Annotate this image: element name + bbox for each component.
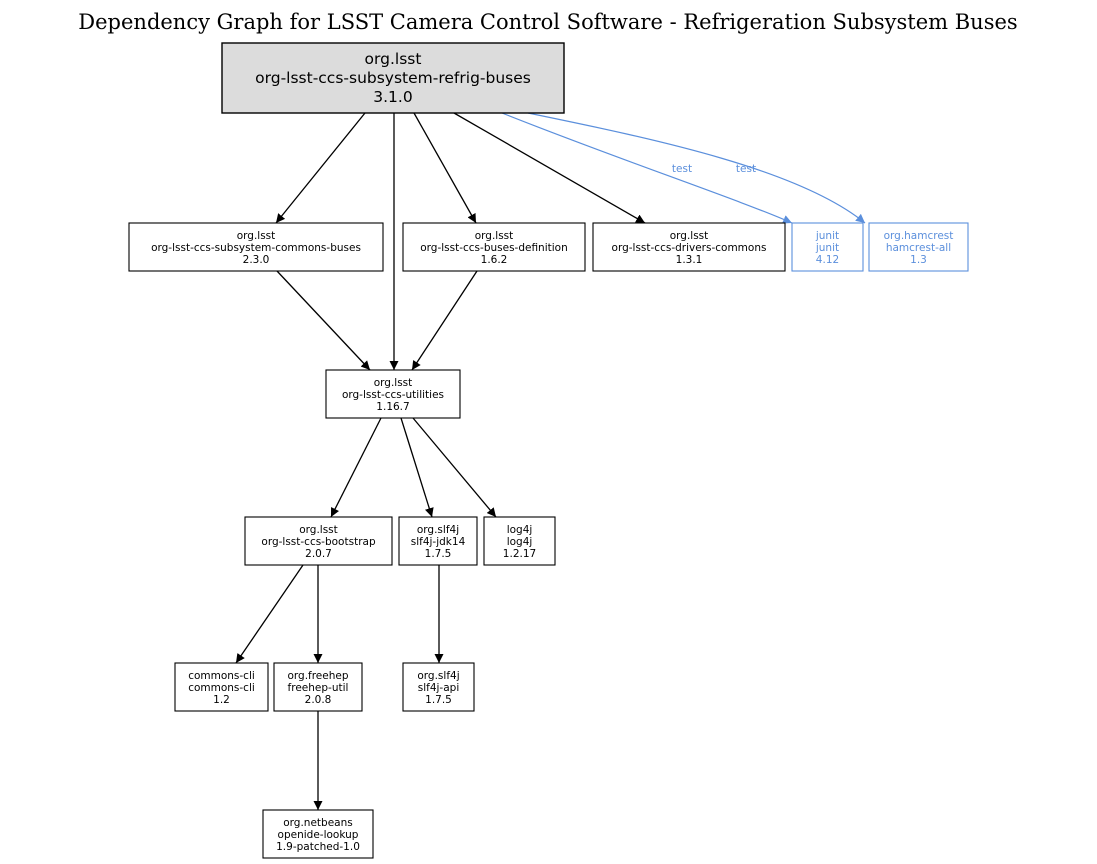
node-box — [273, 662, 363, 712]
node-root: org.lsstorg-lsst-ccs-subsystem-refrig-bu… — [221, 42, 565, 114]
edge-bootstrap-to-cli — [235, 564, 304, 664]
node-version: 2.0.7 — [305, 548, 332, 560]
edges: test test — [235, 112, 866, 810]
graph-title: Dependency Graph for LSST Camera Control… — [78, 10, 1017, 34]
node-group: org.lsst — [237, 230, 276, 242]
node-version: 1.2.17 — [503, 548, 536, 560]
node-artifact: slf4j-jdk14 — [411, 536, 466, 548]
node-box — [221, 42, 565, 114]
node-version: 1.7.5 — [425, 548, 452, 560]
nodes: org.lsstorg-lsst-ccs-subsystem-refrig-bu… — [128, 42, 969, 859]
node-version: 1.3 — [910, 254, 927, 266]
node-group: org.lsst — [475, 230, 514, 242]
node-version: 2.3.0 — [243, 254, 270, 266]
node-version: 1.2 — [213, 694, 230, 706]
node-group: org.slf4j — [417, 670, 459, 682]
node-box — [483, 516, 556, 566]
node-box — [174, 662, 269, 712]
node-group: org.lsst — [365, 50, 422, 68]
node-version: 4.12 — [816, 254, 839, 266]
edge-utilities-to-log4j — [412, 417, 497, 518]
edge-root-to-junit — [501, 112, 793, 224]
node-buses_def: org.lsstorg-lsst-ccs-buses-definition1.6… — [402, 222, 586, 272]
node-group: log4j — [507, 524, 533, 536]
edge-label-junit: test — [672, 163, 692, 175]
edge-root-to-hamcrest — [527, 112, 866, 224]
node-artifact: org-lsst-ccs-drivers-commons — [612, 242, 767, 254]
node-group: org.lsst — [299, 524, 338, 536]
node-box — [402, 662, 475, 712]
node-artifact: hamcrest-all — [886, 242, 951, 254]
node-artifact: org-lsst-ccs-utilities — [342, 389, 444, 401]
node-group: org.lsst — [374, 377, 413, 389]
node-group: commons-cli — [188, 670, 255, 682]
node-group: org.hamcrest — [884, 230, 954, 242]
node-box — [262, 809, 374, 859]
node-artifact: org-lsst-ccs-bootstrap — [261, 536, 376, 548]
edge-buses_def-to-utilities — [411, 270, 478, 371]
node-drivers: org.lsstorg-lsst-ccs-drivers-commons1.3.… — [592, 222, 786, 272]
node-box — [325, 369, 461, 419]
node-artifact: openide-lookup — [278, 829, 359, 841]
node-lookup: org.netbeansopenide-lookup1.9-patched-1.… — [262, 809, 374, 859]
node-group: junit — [815, 230, 839, 242]
edge-root-to-buses_def — [413, 112, 477, 224]
node-commons_bus: org.lsstorg-lsst-ccs-subsystem-commons-b… — [128, 222, 384, 272]
edge-root-to-commons_bus — [275, 112, 366, 224]
node-box — [791, 222, 864, 272]
node-version: 1.9-patched-1.0 — [276, 841, 360, 853]
node-artifact: commons-cli — [188, 682, 255, 694]
node-box — [402, 222, 586, 272]
node-box — [868, 222, 969, 272]
edge-utilities-to-bootstrap — [330, 417, 382, 518]
node-box — [398, 516, 478, 566]
node-version: 1.16.7 — [376, 401, 409, 413]
edge-root-to-drivers — [453, 112, 646, 224]
node-group: org.netbeans — [283, 817, 352, 829]
node-artifact: org-lsst-ccs-subsystem-refrig-buses — [255, 69, 531, 87]
edge-label-hamcrest: test — [736, 163, 756, 175]
node-box — [244, 516, 393, 566]
node-version: 1.7.5 — [425, 694, 452, 706]
node-box — [128, 222, 384, 272]
node-version: 1.3.1 — [676, 254, 703, 266]
node-artifact: junit — [815, 242, 839, 254]
node-group: org.lsst — [670, 230, 709, 242]
node-artifact: slf4j-api — [418, 682, 460, 694]
edge-utilities-to-slf4j_jdk — [400, 417, 434, 518]
node-group: org.slf4j — [417, 524, 459, 536]
edge-commons_bus-to-utilities — [276, 270, 371, 371]
node-version: 1.6.2 — [481, 254, 508, 266]
node-version: 3.1.0 — [373, 88, 412, 106]
node-version: 2.0.8 — [305, 694, 332, 706]
node-artifact: org-lsst-ccs-subsystem-commons-buses — [151, 242, 361, 254]
node-artifact: log4j — [507, 536, 533, 548]
node-group: org.freehep — [287, 670, 348, 682]
node-box — [592, 222, 786, 272]
node-artifact: freehep-util — [288, 682, 349, 694]
node-artifact: org-lsst-ccs-buses-definition — [420, 242, 568, 254]
